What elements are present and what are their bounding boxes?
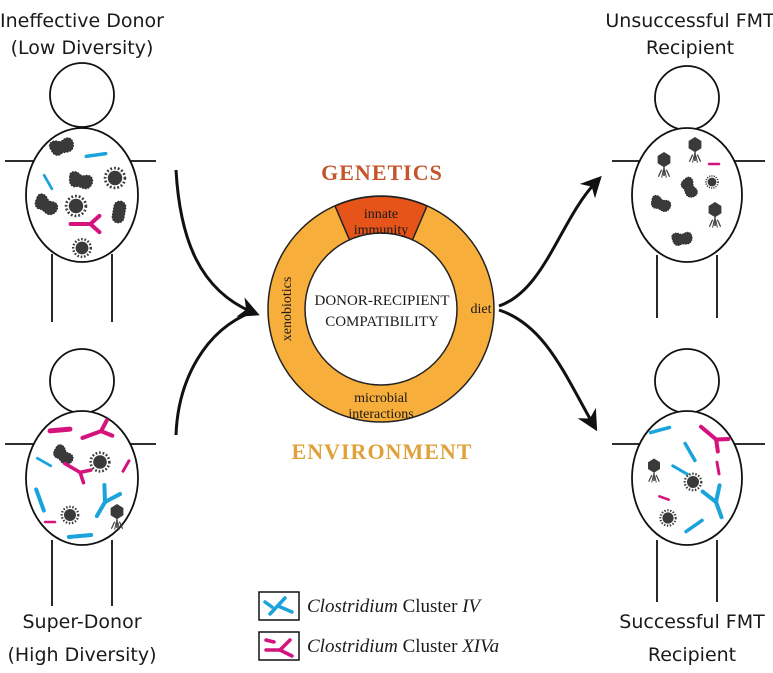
center-line1: DONOR-RECIPIENT [315, 293, 450, 309]
legend-item-cluster-iv: Clostridium Cluster IV [258, 591, 483, 621]
successful-subtitle: Recipient [648, 644, 736, 666]
ineffective-donor-title: Ineffective Donor [0, 10, 164, 32]
ineffective-donor-subtitle: (Low Diversity) [11, 37, 154, 59]
arrow-super-to-center [174, 310, 253, 436]
unsuccessful-subtitle: Recipient [646, 37, 734, 59]
segment-innate-line1: innate [364, 207, 398, 222]
compatibility-ring: GENETICS innate immunity diet microbial … [267, 160, 495, 464]
head-icon [49, 348, 115, 414]
ineffective-donor-figure: Ineffective Donor (Low Diversity) [0, 10, 164, 322]
legend: Clostridium Cluster IV Clostridium Clust… [258, 591, 499, 661]
segment-diet: diet [471, 302, 492, 317]
super-donor-figure: Super-Donor (High Diversity) [5, 348, 157, 666]
arrow-ineffective-to-center [174, 169, 260, 317]
body-ellipse [25, 127, 139, 263]
segment-microbial-line2: interactions [348, 407, 413, 422]
successful-title: Successful FMT [619, 611, 765, 633]
legend-label-cluster-xiva: Clostridium Cluster XIVa [307, 636, 499, 657]
arrows-in [174, 169, 260, 436]
genetics-label: GENETICS [321, 160, 443, 185]
unsuccessful-title: Unsuccessful FMT [605, 10, 773, 32]
segment-innate-line2: immunity [354, 223, 408, 238]
unsuccessful-recipient-figure: Unsuccessful FMT Recipient [605, 10, 773, 318]
arrows-out [498, 175, 602, 432]
legend-label-cluster-iv: Clostridium Cluster IV [307, 596, 483, 617]
ring-inner [304, 232, 458, 386]
environment-label: ENVIRONMENT [292, 439, 473, 464]
segment-microbial-line1: microbial [354, 391, 408, 406]
head-icon [49, 62, 115, 128]
arrow-to-successful [498, 308, 598, 432]
successful-recipient-figure: Successful FMT Recipient [612, 348, 765, 666]
super-donor-title: Super-Donor [22, 611, 141, 633]
head-icon [654, 65, 720, 131]
legend-item-cluster-xiva: Clostridium Cluster XIVa [258, 631, 499, 661]
super-donor-subtitle: (High Diversity) [7, 644, 156, 666]
head-icon [654, 348, 720, 414]
arrow-to-unsuccessful [498, 175, 602, 308]
segment-xenobiotics: xenobiotics [280, 277, 295, 342]
center-line2: COMPATIBILITY [325, 314, 439, 330]
body-ellipse [631, 410, 743, 546]
